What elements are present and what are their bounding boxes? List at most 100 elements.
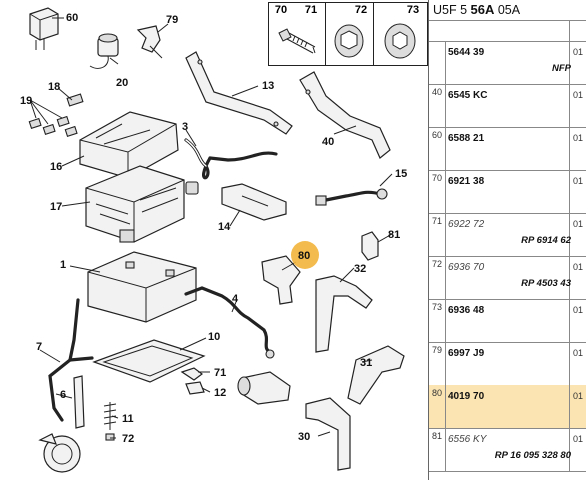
row-index: 70: [432, 173, 443, 183]
row-index: 80: [432, 388, 443, 398]
row-index: 60: [432, 130, 443, 140]
part-reference: 6936 70: [448, 262, 485, 273]
row-index: 81: [432, 431, 443, 441]
callout-40[interactable]: 40: [322, 136, 334, 148]
column-header: [429, 21, 586, 42]
parts-row[interactable]: 73 6936 48 01: [429, 299, 586, 343]
parts-row[interactable]: 79 6997 J9 01: [429, 342, 586, 386]
bracket-80-part: [261, 255, 301, 305]
part-revision: 01: [573, 176, 584, 186]
callout-4[interactable]: 4: [232, 293, 239, 305]
relay-part: [29, 7, 59, 50]
callout-16[interactable]: 16: [50, 161, 62, 173]
row-index: 79: [432, 345, 443, 355]
callout-80[interactable]: 80: [298, 250, 310, 262]
hardware-label-72[interactable]: 72: [354, 4, 368, 16]
callout-72b[interactable]: 72: [122, 433, 134, 445]
fuse-box-lid-part: [79, 111, 179, 179]
battery-part: [87, 251, 197, 323]
part-revision: 01: [573, 90, 584, 100]
hardware-col-nut: 72: [325, 3, 374, 65]
hardware-label-70[interactable]: 70: [274, 4, 288, 16]
wire-15-part: [315, 188, 388, 206]
parts-row[interactable]: 70 6921 38 01: [429, 170, 586, 214]
part-subreference: NFP: [552, 63, 571, 74]
part-reference: 6921 38: [448, 176, 485, 187]
part-revision: 01: [573, 305, 584, 315]
callout-1[interactable]: 1: [60, 259, 66, 271]
part-revision: 01: [573, 219, 584, 229]
small-bracket-14-part: [221, 183, 287, 221]
row-index: 73: [432, 302, 443, 312]
callout-20[interactable]: 20: [116, 77, 128, 89]
callout-11[interactable]: 11: [122, 413, 134, 425]
parts-row[interactable]: 40 6545 KC 01: [429, 84, 586, 128]
part-reference: 6997 J9: [448, 348, 485, 359]
bracket-32-part: [315, 275, 373, 353]
callout-3[interactable]: 3: [182, 121, 188, 133]
part-revision: 01: [573, 133, 584, 143]
callout-18[interactable]: 18: [48, 81, 60, 93]
callout-6[interactable]: 6: [60, 389, 66, 401]
hardware-label-71[interactable]: 71: [304, 4, 318, 16]
nut-71-part: [180, 367, 203, 381]
callout-7[interactable]: 7: [36, 341, 42, 353]
row-index: 72: [432, 259, 443, 269]
part-reference: 6545 KC: [448, 90, 488, 101]
bracket-30-part: [305, 397, 351, 471]
clip-81-part: [361, 231, 379, 261]
hardware-inset: 70 71 72 73: [268, 2, 428, 66]
row-index: 71: [432, 216, 443, 226]
fuses-part: [28, 93, 84, 138]
callout-10[interactable]: 10: [208, 331, 220, 343]
strap-6-part: [73, 375, 85, 429]
alternator-part: [38, 433, 81, 473]
tray-10-part: [92, 339, 206, 383]
callout-60[interactable]: 60: [66, 12, 78, 24]
callout-labels: 60 79 18 19 20 13 3 16 17 14 40 15 81 1 …: [20, 12, 407, 445]
clip-part: [136, 25, 163, 59]
row-index: 40: [432, 87, 443, 97]
callout-81[interactable]: 81: [388, 229, 400, 241]
part-reference: 5644 39: [448, 47, 485, 58]
cable-4-part: [184, 286, 275, 359]
callout-13[interactable]: 13: [262, 80, 274, 92]
long-bracket-part: [185, 51, 293, 135]
clip-12-part: [185, 381, 205, 395]
callout-32[interactable]: 32: [354, 263, 366, 275]
part-reference: 6556 KY: [448, 434, 487, 445]
callout-12[interactable]: 12: [214, 387, 226, 399]
header-suffix: 05A: [494, 3, 521, 17]
callout-30[interactable]: 30: [298, 431, 310, 443]
part-reference: 6936 48: [448, 305, 485, 316]
part-reference: 6588 21: [448, 133, 485, 144]
part-revision: 01: [573, 348, 584, 358]
side-bracket-part: [299, 71, 391, 159]
cable-3-part: [184, 138, 278, 195]
callout-17[interactable]: 17: [50, 201, 62, 213]
parts-list-header: U5F 5 56A 05A: [429, 0, 586, 21]
stud-11-part: [103, 402, 117, 441]
hardware-label-73[interactable]: 73: [406, 4, 420, 16]
parts-row[interactable]: 60 6588 21 01: [429, 127, 586, 171]
callout-31[interactable]: 31: [360, 357, 372, 369]
callout-14[interactable]: 14: [218, 221, 231, 233]
callout-71b[interactable]: 71: [214, 367, 226, 379]
selected-part-badge[interactable]: [291, 241, 319, 269]
callout-79[interactable]: 79: [166, 14, 178, 26]
part-revision: 01: [573, 391, 584, 401]
harness-7-part: [48, 298, 94, 422]
callout-19[interactable]: 19: [20, 95, 32, 107]
hardware-col-bolt: 70 71: [269, 3, 326, 65]
callout-15[interactable]: 15: [395, 168, 407, 180]
part-revision: 01: [573, 47, 584, 57]
fuse-box-base-part: [85, 165, 185, 243]
part-revision: 01: [573, 262, 584, 272]
header-prefix: U5F 5: [433, 3, 471, 17]
